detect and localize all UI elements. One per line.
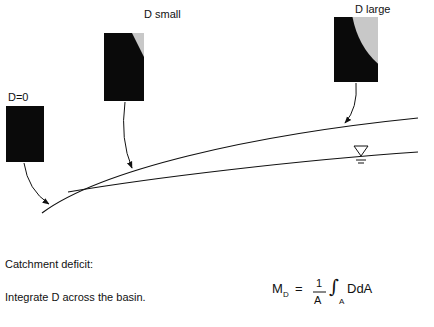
leader-arrow	[345, 83, 356, 123]
soil-column: D small	[104, 33, 144, 101]
leader-arrow	[124, 102, 132, 168]
caption-text: Catchment deficit:	[5, 259, 93, 270]
soil-column: D=0	[6, 106, 44, 162]
water-table-symbol	[354, 146, 368, 163]
water-table	[68, 152, 418, 192]
deficit-label: D small	[144, 8, 181, 21]
saturated-soil	[104, 33, 144, 101]
soil-profile	[104, 33, 144, 101]
unsaturated-zone	[352, 17, 378, 64]
soil-profile	[334, 17, 378, 82]
unsaturated-zone	[132, 33, 144, 57]
ground-surface	[42, 118, 418, 213]
soil-column: D large	[334, 17, 378, 82]
formula-part: A	[339, 298, 344, 306]
formula-part: A	[314, 295, 321, 306]
deficit-label: D=0	[8, 91, 29, 104]
formula-part: ∫	[329, 277, 339, 296]
formula-part: M	[272, 282, 283, 295]
saturated-soil	[6, 106, 44, 162]
fraction-bar	[313, 292, 326, 293]
formula-part: =	[295, 282, 303, 295]
leader-arrow	[24, 163, 49, 204]
soil-profile	[6, 106, 44, 162]
caption-text: Integrate D across the basin.	[5, 292, 146, 303]
saturated-soil	[334, 17, 378, 82]
formula-part: D	[283, 291, 289, 299]
formula-part: 1	[316, 278, 322, 289]
formula-part: DdA	[347, 282, 372, 295]
deficit-label: D large	[355, 3, 390, 16]
